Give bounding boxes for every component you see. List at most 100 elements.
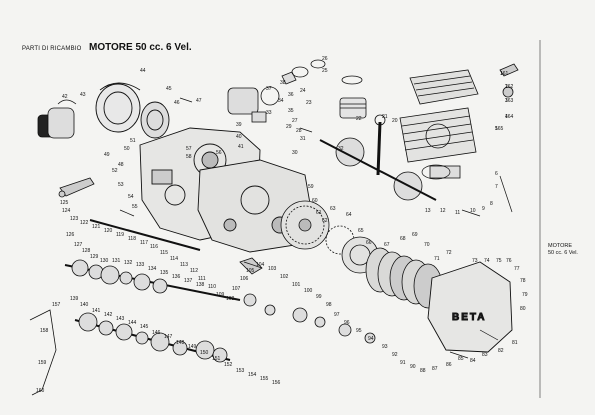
part-number-label: 120 (104, 228, 113, 234)
part-number-label: 21 (382, 114, 388, 120)
part-number-label: 3 (505, 98, 508, 104)
part-number-label: 165 (495, 126, 504, 132)
part-number-label: 91 (400, 360, 406, 366)
part-number-label: 86 (446, 362, 452, 368)
part-number-label: 27 (292, 118, 298, 124)
part-number-label: 32 (338, 146, 344, 152)
part-number-label: 134 (148, 266, 157, 272)
part-number-label: 159 (38, 360, 47, 366)
part-number-label: 99 (316, 294, 322, 300)
part-number-label: 97 (334, 312, 340, 318)
part-number-label: 83 (482, 352, 488, 358)
part-number-label: 161 (500, 71, 509, 77)
part-number-label: 118 (128, 236, 136, 242)
part-number-label: 59 (308, 184, 314, 190)
part-number-label: 137 (184, 278, 193, 284)
side-label-line1: MOTORE (548, 243, 573, 249)
part-number-label: 37 (266, 86, 272, 92)
part-number-label: 111 (198, 276, 206, 282)
part-number-label: 126 (66, 232, 75, 238)
part-number-label: 149 (188, 344, 197, 350)
part-number-label: 102 (280, 274, 289, 280)
part-number-label: 155 (260, 376, 269, 382)
part-number-label: 151 (212, 356, 221, 362)
part-number-label: 113 (180, 262, 188, 268)
part-number-label: 69 (412, 232, 418, 238)
header-subtitle: PARTI DI RICAMBIO (22, 46, 82, 52)
part-number-label: 152 (224, 362, 233, 368)
part-number-label: 11 (455, 210, 460, 216)
part-number-label: 48 (118, 162, 124, 168)
side-label-line2: 50 cc. 6 Vel. (548, 250, 578, 256)
part-number-label: 84 (470, 358, 476, 364)
part-number-label: 125 (60, 200, 69, 206)
part-number-label: 163 (505, 98, 514, 104)
part-number-label: 56 (216, 150, 222, 156)
part-number-label: 51 (130, 138, 136, 144)
part-number-label: 76 (506, 258, 512, 264)
part-number-label: 67 (384, 242, 390, 248)
part-number-label: 94 (368, 336, 374, 342)
part-number-label: 71 (434, 256, 440, 262)
part-number-label: 52 (112, 168, 118, 174)
part-number-label: 105 (246, 268, 255, 274)
part-number-label: 153 (236, 368, 245, 374)
part-number-label: 142 (104, 312, 113, 318)
part-number-label: 156 (272, 380, 281, 386)
cover-brand-text: BETA (452, 312, 486, 323)
part-number-label: 81 (512, 340, 518, 346)
part-number-label: 109 (216, 292, 225, 298)
part-number-label: 49 (104, 152, 110, 158)
part-number-label: 87 (432, 366, 438, 372)
part-number-label: 88 (420, 368, 426, 374)
clutch-cover: BETA (427, 261, 513, 353)
part-number-label: 33 (266, 110, 272, 116)
part-number-label: 158 (40, 328, 49, 334)
part-number-label: 147 (164, 334, 173, 340)
part-number-label: 160 (36, 388, 45, 394)
part-number-label: 1 (500, 71, 503, 77)
part-number-label: 143 (116, 316, 125, 322)
part-number-label: 107 (232, 286, 241, 292)
part-number-label: 115 (160, 250, 168, 256)
clutch-gears (280, 200, 379, 274)
part-number-label: 4 (505, 114, 508, 120)
part-number-label: 6 (495, 171, 498, 177)
part-number-label: 55 (132, 204, 138, 210)
part-number-label: 95 (356, 328, 362, 334)
side-label: MOTORE 50 cc. 6 Vel. (548, 243, 578, 257)
part-number-label: 124 (62, 208, 71, 214)
part-number-label: 63 (330, 206, 336, 212)
part-number-label: 78 (520, 278, 526, 284)
part-number-label: 79 (522, 292, 528, 298)
carburettor (227, 59, 326, 123)
part-number-label: 24 (300, 88, 306, 94)
part-number-label: 110 (208, 284, 216, 290)
part-number-label: 2 (505, 84, 508, 90)
part-number-label: 35 (288, 108, 294, 114)
part-number-label: 54 (128, 194, 134, 200)
part-number-label: 108 (226, 296, 235, 302)
part-number-label: 144 (128, 320, 137, 326)
part-number-label: 22 (356, 116, 362, 122)
part-number-label: 148 (176, 340, 185, 346)
part-number-label: 136 (172, 274, 181, 280)
part-number-label: 90 (410, 364, 416, 370)
part-number-label: 74 (484, 258, 490, 264)
part-number-label: 119 (116, 232, 124, 238)
part-number-label: 129 (90, 254, 99, 260)
ignition-coil (37, 99, 77, 139)
part-number-label: 130 (100, 258, 109, 264)
part-number-label: 36 (288, 92, 294, 98)
page-header: PARTI DI RICAMBIO MOTORE 50 cc. 6 Vel. (22, 37, 192, 55)
part-number-label: 45 (166, 86, 172, 92)
part-number-label: 162 (505, 84, 514, 90)
header-title: MOTORE 50 cc. 6 Vel. (88, 42, 192, 53)
part-number-label: 70 (424, 242, 430, 248)
part-number-label: 44 (140, 68, 146, 74)
part-number-label: 132 (124, 260, 133, 266)
part-number-label: 123 (70, 216, 79, 222)
part-number-label: 60 (312, 198, 318, 204)
part-number-label: 7 (495, 184, 498, 190)
